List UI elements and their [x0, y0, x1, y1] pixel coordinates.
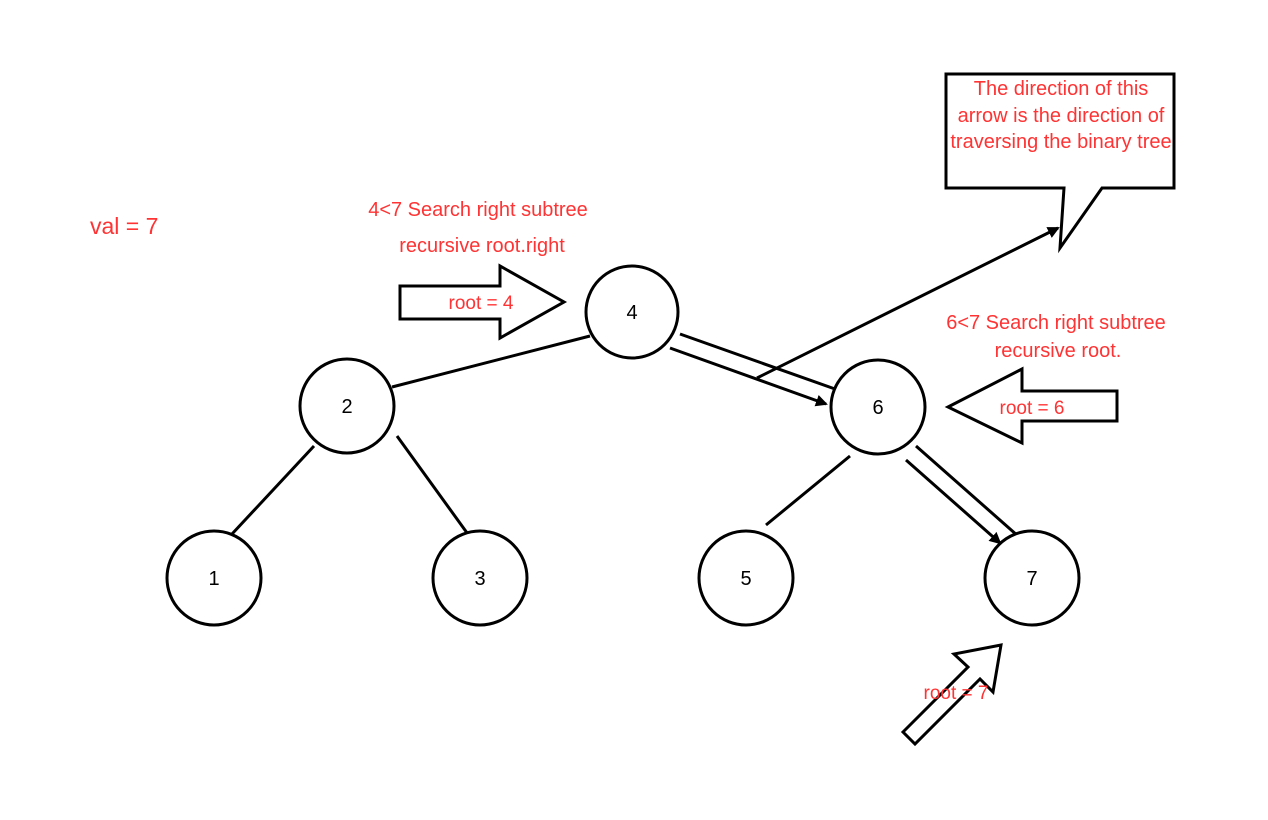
edge-4-6-double-a	[679, 332, 836, 391]
val-label: val = 7	[90, 213, 158, 239]
node-4-label: 4	[626, 302, 637, 324]
node-3-label: 3	[474, 568, 485, 590]
node-1-label: 1	[208, 568, 219, 590]
node-7: 7	[983, 529, 1081, 627]
node-2-label: 2	[341, 396, 352, 418]
step2-line2: recursive root.	[995, 340, 1122, 362]
node-7-label: 7	[1026, 568, 1037, 590]
block-arrow-root-6	[944, 366, 1119, 446]
edge-2-1	[230, 444, 316, 536]
node-2: 2	[298, 357, 396, 455]
callout-text: The direction of this arrow is the direc…	[950, 78, 1172, 153]
root-7-label: root = 7	[924, 683, 989, 704]
step2-line1: 6<7 Search right subtree	[946, 312, 1166, 334]
node-6-label: 6	[872, 397, 883, 419]
edge-4-2	[391, 334, 591, 389]
node-5-label: 5	[740, 568, 751, 590]
block-arrow-root-7	[900, 643, 1003, 747]
block-arrow-root-4	[398, 263, 568, 341]
node-6: 6	[829, 358, 927, 456]
step1-line1: 4<7 Search right subtree	[368, 199, 588, 221]
node-4: 4	[584, 264, 680, 360]
edge-6-5	[765, 454, 851, 527]
callout-box	[944, 72, 1176, 254]
edge-6-7-double-a	[915, 444, 1019, 538]
edge-2-3	[395, 435, 472, 538]
step1-line2: recursive root.right	[399, 235, 565, 257]
direction-arrow	[756, 226, 1060, 380]
node-5: 5	[697, 529, 795, 627]
edge-4-6-double-b	[669, 346, 828, 407]
root-6-label: root = 6	[1000, 398, 1065, 419]
node-1: 1	[165, 529, 263, 627]
edge-6-7-double-b	[905, 458, 1002, 545]
root-4-label: root = 4	[449, 293, 514, 314]
node-3: 3	[431, 529, 529, 627]
